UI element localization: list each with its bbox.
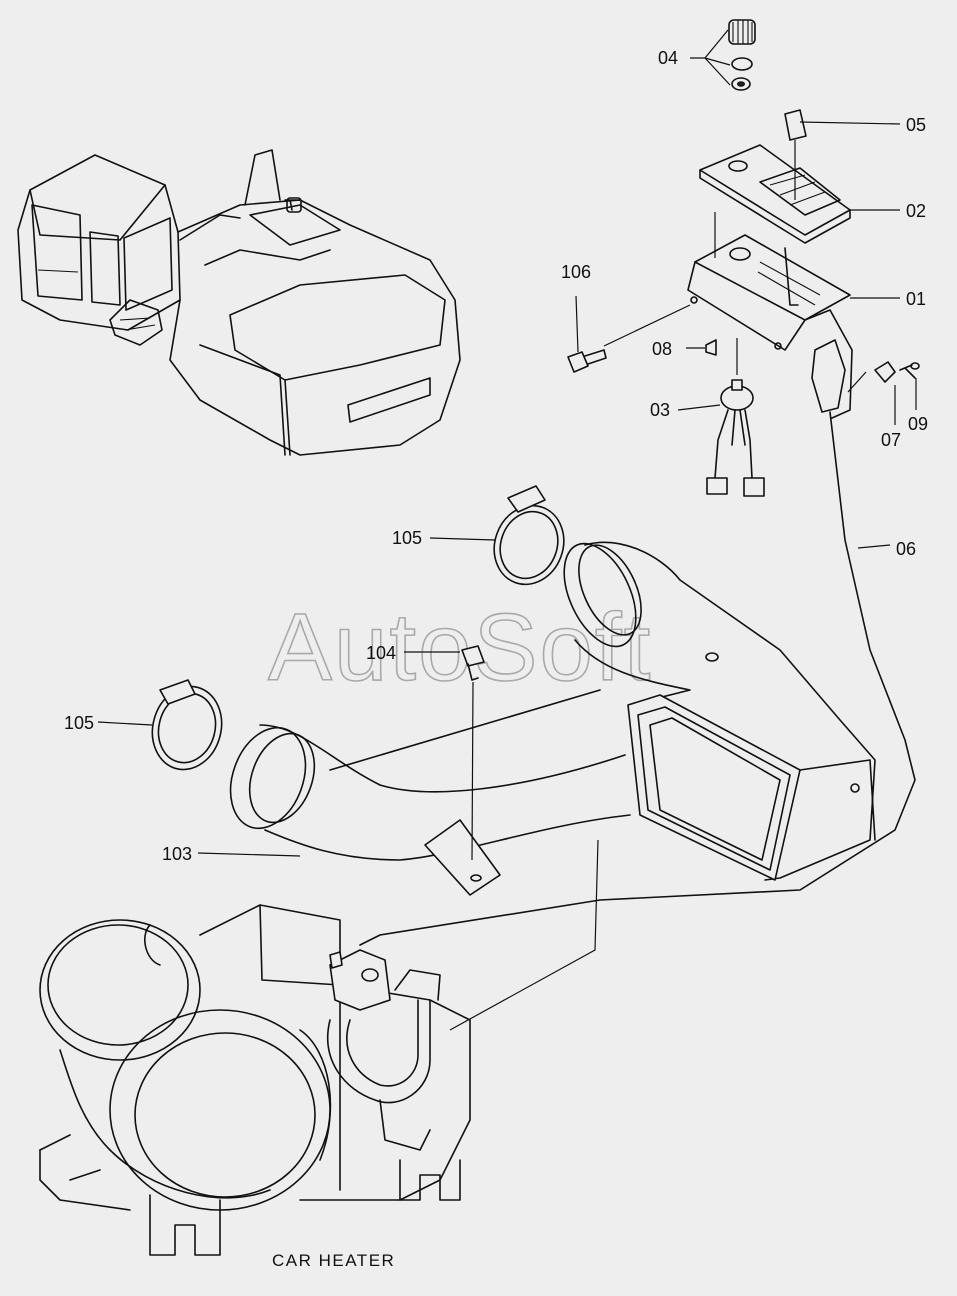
label-105-lower: 105	[64, 713, 94, 733]
duct-bracket	[424, 819, 501, 896]
label-04: 04	[658, 48, 678, 68]
switch-part-03	[706, 379, 765, 497]
label-06: 06	[896, 539, 916, 559]
clamp-part-07	[874, 361, 896, 383]
duct-assembly	[151, 485, 876, 1031]
watermark-text: AutoSoft	[268, 594, 652, 701]
label-02: 02	[906, 201, 926, 221]
knob-part-04	[728, 19, 756, 91]
label-105-upper: 105	[392, 528, 422, 548]
cap-part-05	[784, 109, 807, 141]
label-05: 05	[906, 115, 926, 135]
screw-part-09	[899, 364, 916, 379]
label-08: 08	[652, 339, 672, 359]
label-103: 103	[162, 844, 192, 864]
label-09: 09	[908, 414, 928, 434]
label-01: 01	[906, 289, 926, 309]
leader-lines	[97, 29, 917, 857]
bracket-part-01	[687, 234, 853, 419]
diagram-caption: CAR HEATER	[272, 1251, 395, 1270]
plate-part-02	[699, 144, 851, 244]
bolt-part-104	[461, 645, 485, 861]
control-cable-part-06	[359, 411, 916, 946]
control-panel-assembly	[359, 19, 920, 946]
screw-part-08	[705, 339, 717, 356]
part-number-labels: 04 05 02 01 106 08 03 07 09 06 105 104 1…	[64, 48, 928, 864]
hose-clamp-lower-part-105	[151, 679, 223, 771]
hose-clamp-upper-part-105	[493, 485, 565, 586]
elbow-hose-part-103	[229, 689, 631, 861]
label-106: 106	[561, 262, 591, 282]
excavator-illustration	[17, 149, 461, 456]
label-03: 03	[650, 400, 670, 420]
cable-lever	[811, 339, 846, 413]
label-07: 07	[881, 430, 901, 450]
duct-outlet	[627, 652, 876, 881]
bolt-part-106	[567, 349, 607, 373]
label-104: 104	[366, 643, 396, 663]
heater-unit	[39, 904, 471, 1256]
upper-duct-outline	[584, 541, 876, 881]
